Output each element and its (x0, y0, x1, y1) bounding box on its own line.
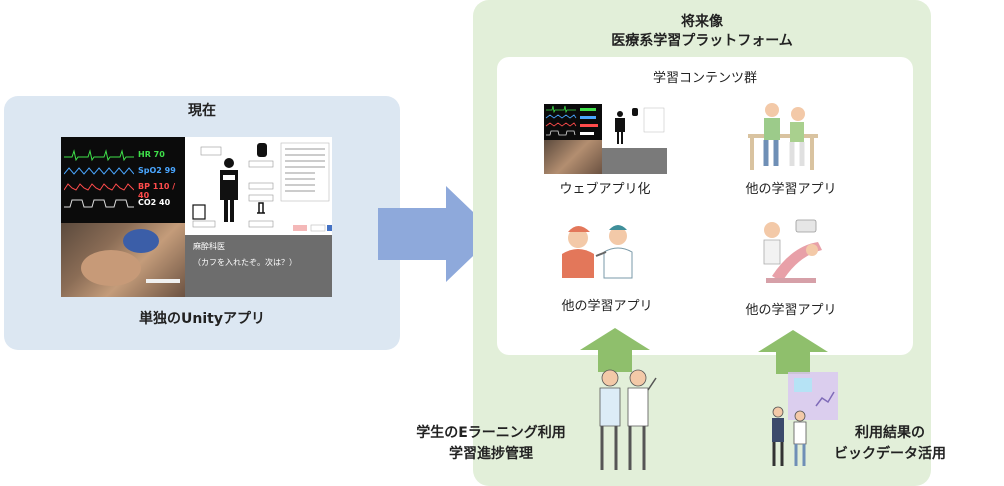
content-item-other-1: 他の学習アプリ (745, 182, 837, 197)
up-arrow-right-icon (758, 330, 828, 374)
webapp-thumbnail (544, 104, 667, 174)
mini-vital-monitor (544, 104, 602, 140)
mini-dialog (602, 148, 667, 174)
future-subtitle: 医療系学習プラットフォーム (611, 33, 793, 49)
big-data-analytics-icon (772, 372, 838, 466)
current-title: 現在 (188, 103, 216, 119)
patient-figure-area (185, 137, 332, 235)
mini-patient-figure (602, 104, 667, 148)
content-item-other-3: 他の学習アプリ (745, 303, 837, 318)
co2-value: CO2 40 (138, 198, 171, 207)
rehabilitation-icon (748, 103, 818, 170)
current-caption: 単独のUnityアプリ (139, 311, 265, 327)
bp-value: BP 110 / 40 (138, 182, 176, 200)
vital-monitor: HR 70 SpO2 99 BP 110 / 40 CO2 40 (61, 137, 185, 223)
content-item-other-2: 他の学習アプリ (561, 299, 653, 314)
spo2-wave-icon (64, 167, 134, 175)
dialog-text: （カフを入れたぞ。次は？） (193, 258, 297, 267)
dialog-box: 麻酔科医 （カフを入れたぞ。次は？） (185, 235, 332, 297)
content-group-title: 学習コンテンツ群 (652, 71, 757, 86)
mini-photo (544, 140, 602, 174)
dialog-speaker: 麻酔科医 (193, 242, 225, 251)
intubation-photo (61, 223, 185, 297)
injection-icon (562, 225, 633, 279)
student-elearning-line2: 学習進捗管理 (449, 446, 533, 462)
ecg-wave-icon (64, 149, 134, 161)
up-arrow-left-icon (580, 328, 650, 372)
mannequin-photo-icon (81, 229, 180, 286)
bigdata-line1: 利用結果の (855, 425, 925, 441)
bigdata-caption: 利用結果の ビックデータ活用 (810, 423, 970, 465)
co2-wave-icon (64, 199, 134, 208)
transition-arrow-icon (378, 186, 496, 282)
student-elearning-caption: 学生のEラーニング利用 学習進捗管理 (386, 423, 596, 465)
students-icon (599, 369, 657, 470)
mini-waves-icon (545, 105, 598, 136)
dental-care-icon (763, 219, 822, 283)
student-elearning-line1: 学生のEラーニング利用 (416, 425, 566, 441)
mini-patient-icon (615, 107, 665, 144)
unity-app-screenshot: HR 70 SpO2 99 BP 110 / 40 CO2 40 (61, 137, 332, 297)
future-title: 将来像 (681, 14, 723, 30)
bigdata-line2: ビックデータ活用 (834, 446, 946, 462)
patient-figure-icon (192, 142, 332, 232)
bp-wave-icon (64, 183, 134, 191)
hr-value: HR 70 (138, 150, 165, 159)
spo2-value: SpO2 99 (138, 166, 176, 175)
content-item-webapp: ウェブアプリ化 (559, 182, 651, 197)
